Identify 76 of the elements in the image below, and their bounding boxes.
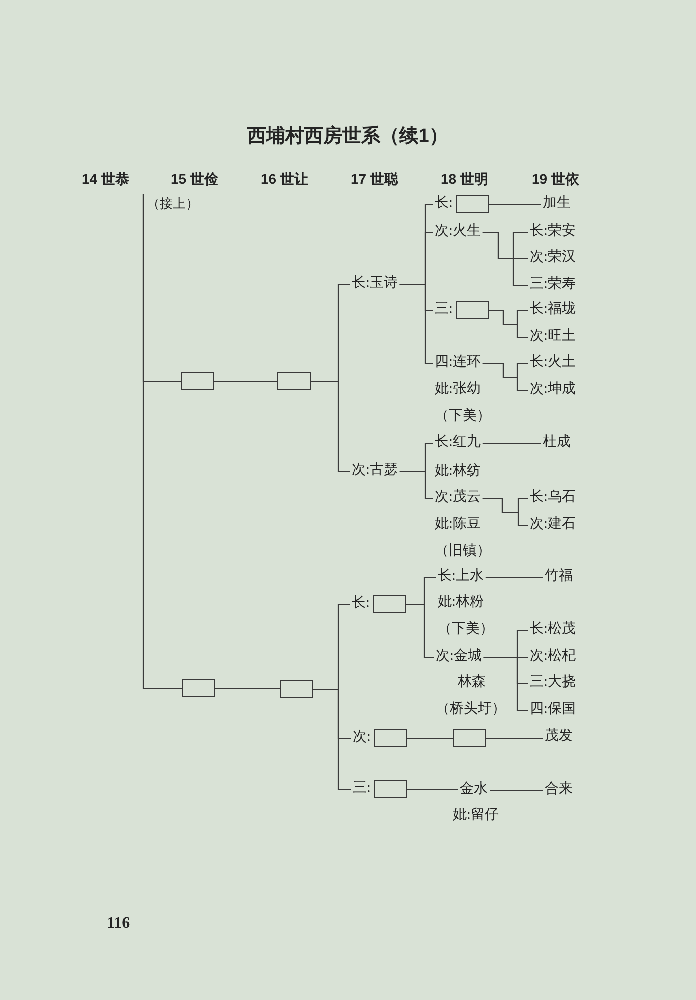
- place-note: （桥头圩）: [436, 701, 506, 719]
- person-name: 次:茂云: [433, 489, 483, 507]
- lineage-line: [488, 310, 528, 338]
- lineage-line: [142, 194, 182, 690]
- generation-header: 17 世聪: [351, 170, 398, 188]
- spouse-name: 妣:陈豆: [435, 516, 481, 534]
- blank-name-box: [277, 372, 311, 390]
- lineage-line: [482, 232, 528, 286]
- place-note: （下美）: [438, 621, 494, 639]
- spouse-name: 妣:林纺: [435, 463, 481, 481]
- lineage-line: [486, 576, 543, 578]
- lineage-line: [482, 442, 541, 444]
- rank-label: 次:: [353, 729, 371, 747]
- person-name: 次:坤成: [528, 381, 578, 399]
- lineage-line: [490, 790, 543, 792]
- person-name: 长:上水: [436, 568, 486, 586]
- rank-label: 长:: [352, 595, 370, 613]
- person-name: 四:连环: [433, 354, 483, 372]
- spouse-name: 妣:林粉: [438, 594, 484, 612]
- spouse-name: 妣:张幼: [435, 381, 481, 399]
- blank-name-box: [181, 372, 214, 390]
- alias-name: 林森: [458, 674, 486, 692]
- rank-label: 三:: [435, 301, 453, 319]
- person-name: 合来: [543, 781, 575, 799]
- person-name: 长:火土: [528, 354, 578, 372]
- continuation-note: （接上）: [147, 195, 199, 213]
- person-name: 加生: [541, 195, 573, 213]
- lineage-line: [488, 204, 541, 206]
- person-name: 长:荣安: [528, 223, 578, 241]
- lineage-line: [406, 604, 434, 658]
- person-name: 长:福垅: [528, 301, 578, 319]
- person-name: 长:松茂: [528, 621, 578, 639]
- person-name: 三:荣寿: [528, 276, 578, 294]
- lineage-line: [482, 362, 528, 392]
- person-name: 茂发: [543, 728, 575, 746]
- person-name: 次:旺土: [528, 328, 578, 346]
- person-name: 次:荣汉: [528, 249, 578, 267]
- generation-header: 19 世依: [532, 170, 580, 188]
- blank-name-box: [182, 679, 215, 697]
- person-name: 次:松杞: [528, 648, 578, 666]
- blank-name-box: [453, 729, 486, 747]
- person-name: 次:火生: [433, 223, 483, 241]
- lineage-line: [406, 738, 453, 740]
- person-name: 长:玉诗: [350, 275, 400, 293]
- place-note: （下美）: [435, 408, 491, 426]
- place-note: （旧镇）: [435, 543, 491, 561]
- person-name: 四:保国: [528, 701, 578, 719]
- lineage-line: [311, 380, 350, 472]
- generation-header: 14 世恭: [82, 170, 130, 188]
- person-name: 金水: [458, 781, 490, 799]
- rank-label: 长:: [435, 195, 453, 213]
- page-number: 116: [107, 915, 130, 933]
- lineage-line: [484, 656, 528, 712]
- diagram-title: 西埔村西房世系（续1）: [248, 125, 448, 149]
- person-name: 三:大挠: [528, 674, 578, 692]
- person-name: 次:金城: [434, 648, 484, 666]
- person-name: 竹福: [543, 568, 575, 586]
- lineage-line: [214, 380, 277, 382]
- generation-header: 15 世俭: [171, 170, 218, 188]
- person-name: 次:建石: [528, 516, 578, 534]
- person-name: 长:红九: [433, 434, 483, 452]
- lineage-line: [486, 738, 543, 740]
- spouse-name: 妣:留仔: [453, 807, 499, 825]
- person-name: 次:古瑟: [350, 462, 400, 480]
- person-name: 长:乌石: [528, 489, 578, 507]
- lineage-line: [400, 284, 433, 364]
- generation-header: 18 世明: [441, 170, 488, 188]
- rank-label: 三:: [353, 780, 371, 798]
- blank-name-box: [280, 680, 313, 698]
- lineage-line: [215, 688, 280, 690]
- lineage-line: [313, 688, 351, 790]
- lineage-line: [400, 470, 433, 500]
- person-name: 杜成: [541, 434, 573, 452]
- lineage-line: [482, 498, 528, 526]
- generation-header: 16 世让: [261, 170, 308, 188]
- lineage-line: [406, 788, 458, 790]
